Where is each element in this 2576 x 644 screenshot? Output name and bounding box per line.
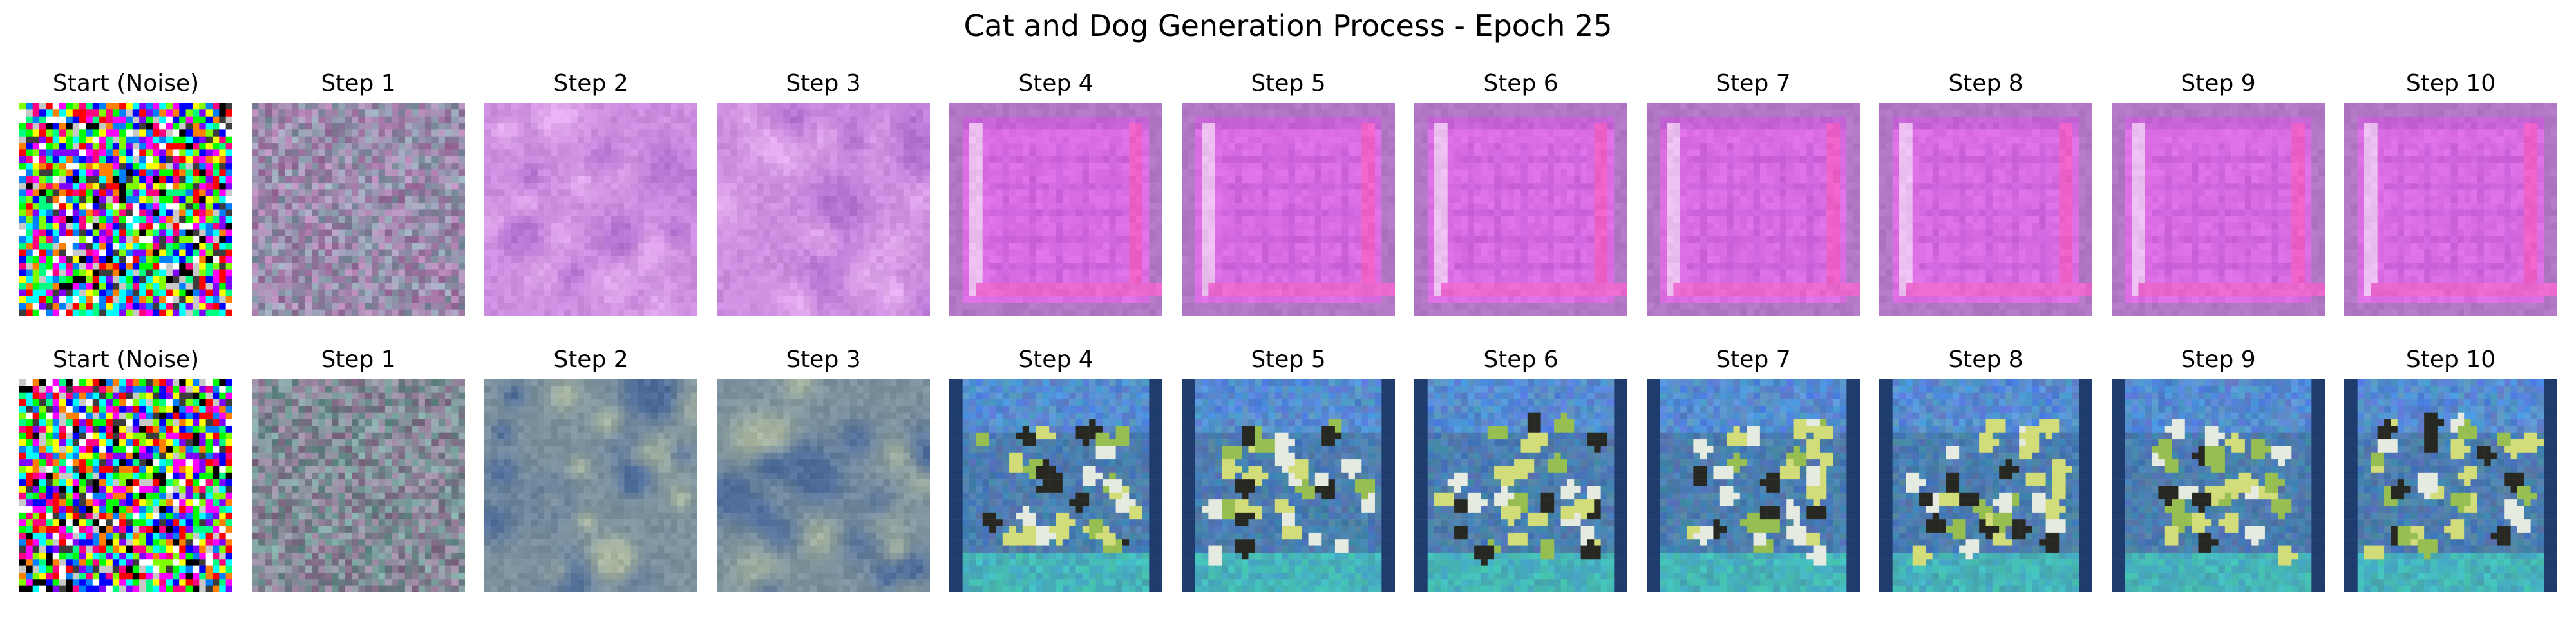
panel-title: Step 7 [1716, 346, 1791, 373]
generated-image [1414, 379, 1627, 592]
panel-title: Step 6 [1483, 70, 1558, 97]
generated-image [19, 103, 232, 316]
generated-image [1647, 379, 1860, 592]
generated-image [949, 379, 1162, 592]
generated-image [717, 103, 930, 316]
panel-title: Step 4 [1018, 70, 1094, 97]
panel-title: Step 9 [2181, 346, 2256, 373]
panel-title: Step 5 [1251, 70, 1326, 97]
generated-image [1647, 103, 1860, 316]
figure-title: Cat and Dog Generation Process - Epoch 2… [963, 8, 1613, 43]
generated-image [949, 103, 1162, 316]
panel-title: Step 10 [2405, 346, 2496, 373]
panel-title: Start (Noise) [52, 346, 200, 373]
generated-image [19, 379, 232, 592]
panel-title: Step 6 [1483, 346, 1558, 373]
generated-image [252, 103, 465, 316]
generated-image [1182, 103, 1395, 316]
panel-title: Step 10 [2405, 70, 2496, 97]
generated-image [2344, 103, 2557, 316]
generated-image [2112, 379, 2325, 592]
panel-title: Step 8 [1948, 70, 2023, 97]
panel-title: Step 9 [2181, 70, 2256, 97]
generated-image [1414, 103, 1627, 316]
generated-image [2112, 103, 2325, 316]
panel-title: Step 3 [786, 346, 861, 373]
panel-title: Step 3 [786, 70, 861, 97]
generated-image [1879, 103, 2092, 316]
generated-image [717, 379, 930, 592]
generated-image [1182, 379, 1395, 592]
panel-title: Step 7 [1716, 70, 1791, 97]
generated-image [252, 379, 465, 592]
generated-image [2344, 379, 2557, 592]
generated-image [484, 103, 697, 316]
panel-title: Start (Noise) [52, 70, 200, 97]
panel-title: Step 2 [553, 70, 629, 97]
generated-image [484, 379, 697, 592]
panel-title: Step 1 [321, 70, 396, 97]
panel-title: Step 5 [1251, 346, 1326, 373]
panel-title: Step 4 [1018, 346, 1094, 373]
panel-title: Step 2 [553, 346, 629, 373]
panel-title: Step 1 [321, 346, 396, 373]
generated-image [1879, 379, 2092, 592]
panel-title: Step 8 [1948, 346, 2023, 373]
